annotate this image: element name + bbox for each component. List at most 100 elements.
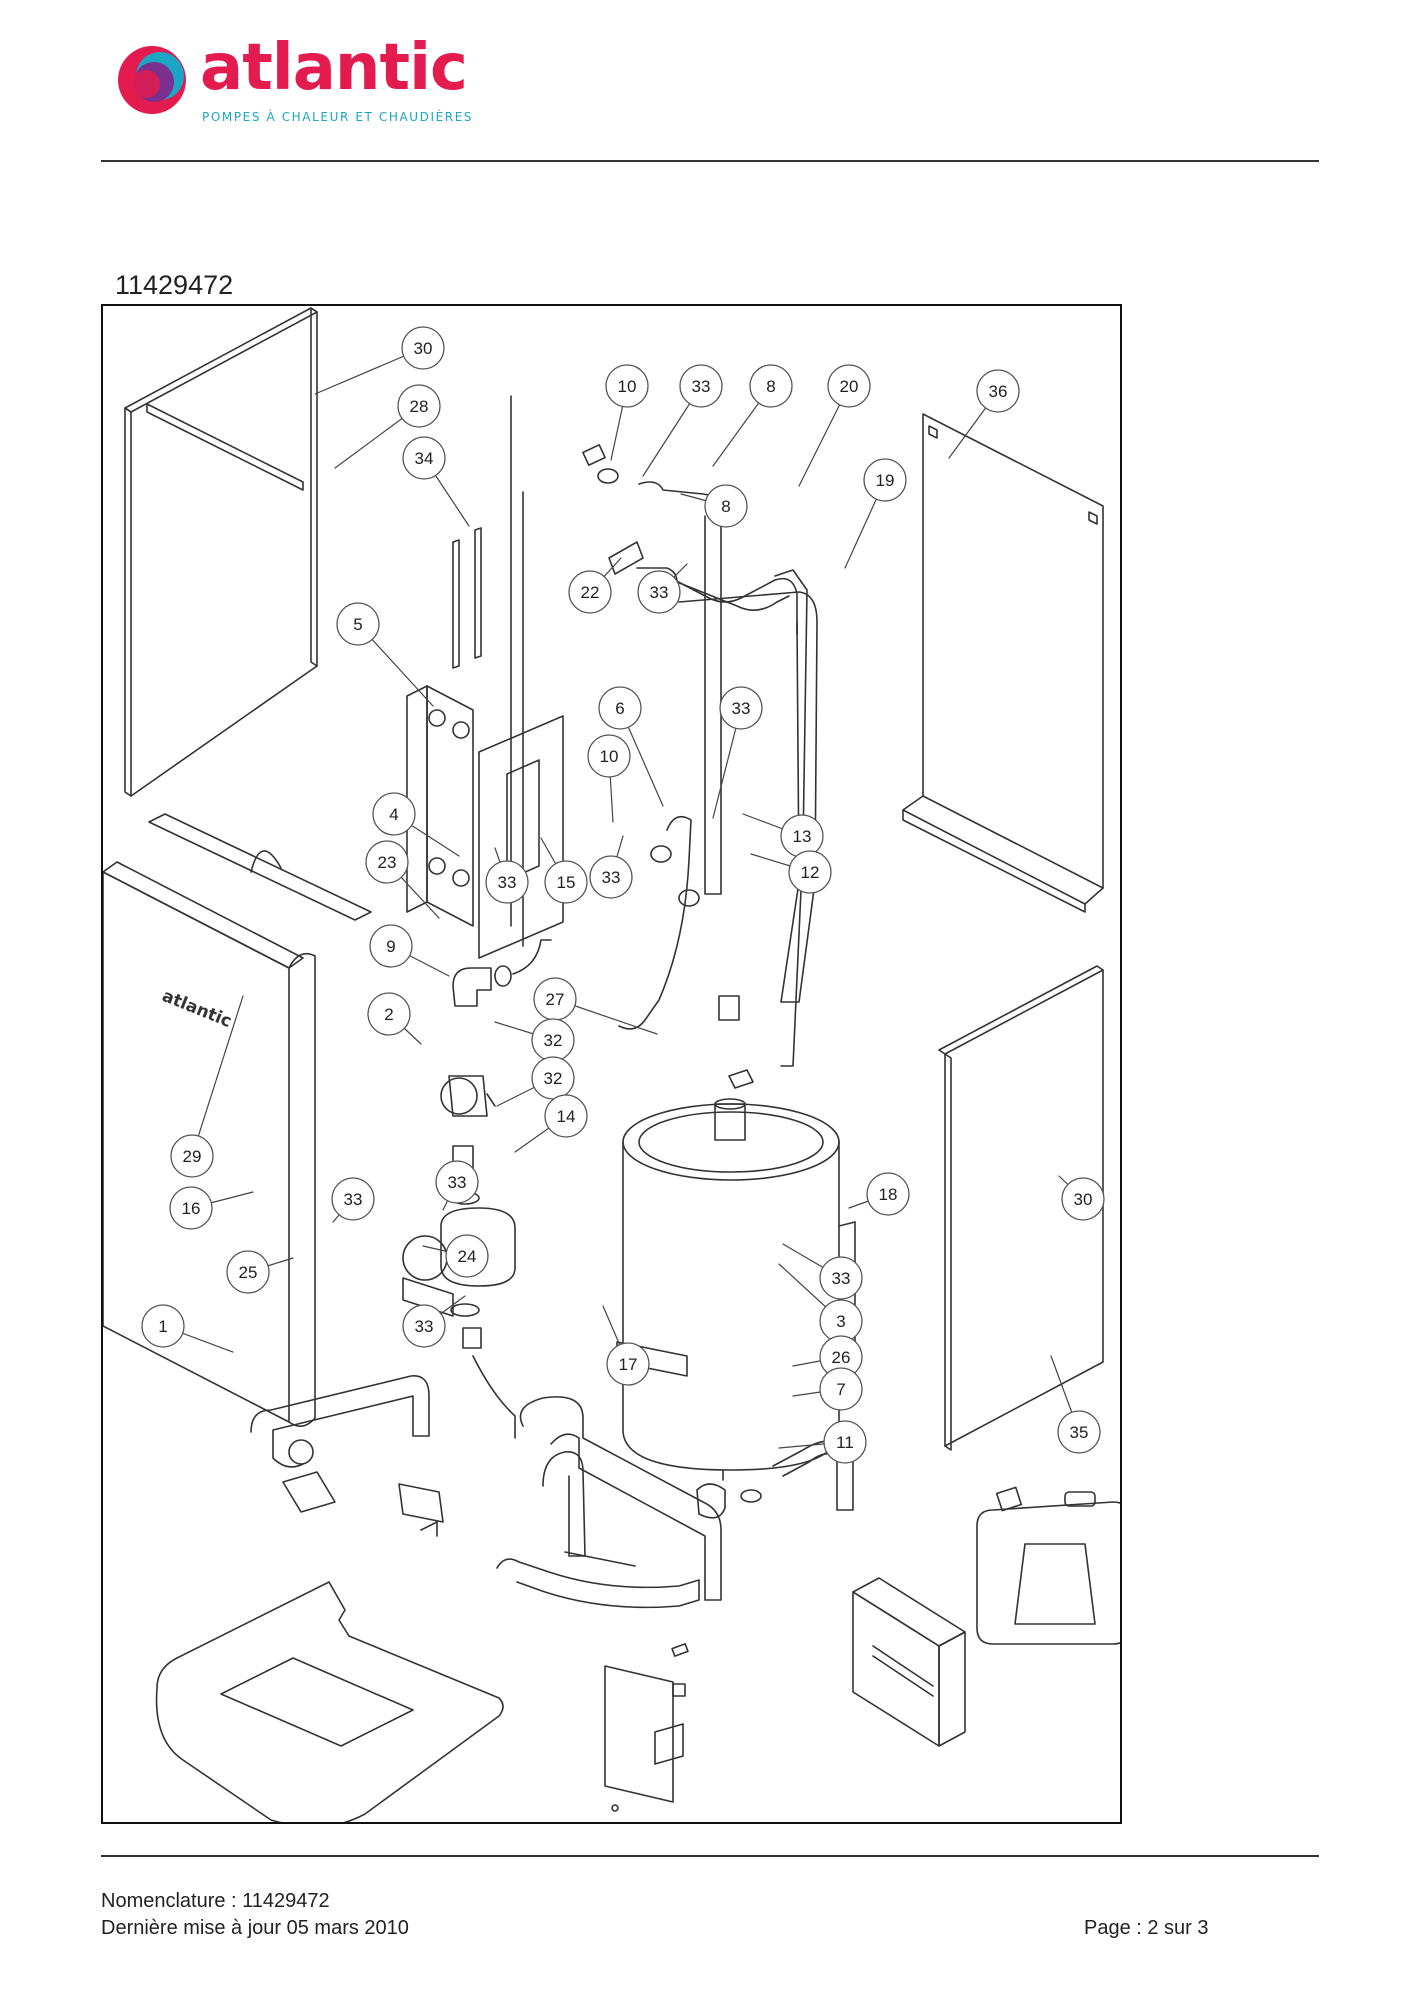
callout-circle — [402, 436, 446, 480]
callout-number: 34 — [415, 449, 434, 468]
callout-circle — [226, 1250, 270, 1294]
callout-circle — [365, 840, 409, 884]
callout-number: 4 — [389, 805, 398, 824]
side-panel-right — [938, 965, 1104, 1451]
callout-number: 12 — [801, 863, 820, 882]
callout-number: 29 — [183, 1147, 202, 1166]
callout-circle — [1057, 1410, 1101, 1454]
callout-circle — [749, 364, 793, 408]
callout-number: 2 — [384, 1005, 393, 1024]
footer-nomenclature: Nomenclature : 11429472 — [101, 1890, 330, 1912]
part-callout-24: 24 — [445, 1234, 489, 1278]
callout-circle — [397, 384, 441, 428]
callout-circle — [336, 602, 380, 646]
part-callout-33: 33 — [679, 364, 723, 408]
part-callout-30: 30 — [1061, 1177, 1105, 1221]
part-callout-13: 13 — [780, 814, 824, 858]
callout-circle — [606, 1342, 650, 1386]
callout-circle — [367, 992, 411, 1036]
callout-number: 33 — [602, 868, 621, 887]
part-callout-33: 33 — [819, 1256, 863, 1300]
part-callout-4: 4 — [372, 792, 416, 836]
callout-circle — [485, 860, 529, 904]
jerrycan — [976, 1486, 1120, 1645]
callout-number: 36 — [989, 382, 1008, 401]
part-callout-8: 8 — [749, 364, 793, 408]
callout-number: 9 — [386, 937, 395, 956]
bottom-pipes — [250, 1375, 722, 1609]
part-callout-32: 32 — [531, 1056, 575, 1100]
callout-number: 26 — [832, 1348, 851, 1367]
part-callout-8: 8 — [704, 484, 748, 528]
callout-number: 18 — [879, 1185, 898, 1204]
callout-circle — [544, 860, 588, 904]
callout-circle — [169, 1186, 213, 1230]
callout-number: 28 — [410, 397, 429, 416]
part-callout-33: 33 — [485, 860, 529, 904]
part-callout-6: 6 — [598, 686, 642, 730]
callout-number: 19 — [876, 471, 895, 490]
part-callout-25: 25 — [226, 1250, 270, 1294]
back-panel-right — [902, 413, 1104, 913]
brand-tagline: POMPES À CHALEUR ET CHAUDIÈRES — [202, 110, 474, 124]
manifold-pipes — [582, 444, 818, 1067]
elbow-valve — [440, 939, 552, 1175]
part-callout-29: 29 — [170, 1134, 214, 1178]
callout-circle — [823, 1420, 867, 1464]
callout-number: 13 — [793, 827, 812, 846]
part-callout-12: 12 — [788, 850, 832, 894]
callout-number: 33 — [344, 1190, 363, 1209]
callout-leader-line — [191, 995, 244, 1157]
part-callout-10: 10 — [587, 734, 631, 778]
part-callout-15: 15 — [544, 860, 588, 904]
callout-number: 33 — [832, 1269, 851, 1288]
callout-number: 10 — [600, 747, 619, 766]
bottom-tray — [155, 1581, 504, 1822]
part-callout-33: 33 — [331, 1177, 375, 1221]
callout-number: 32 — [544, 1031, 563, 1050]
callout-circle — [719, 686, 763, 730]
callout-circle — [435, 1160, 479, 1204]
callout-circle — [704, 484, 748, 528]
hot-water-tank — [616, 1098, 856, 1481]
callout-number: 14 — [557, 1107, 576, 1126]
callout-number: 8 — [766, 377, 775, 396]
part-callout-27: 27 — [533, 977, 577, 1021]
callout-circle — [402, 1304, 446, 1348]
front-panel-brand: atlantic — [159, 986, 234, 1032]
callout-circle — [589, 855, 633, 899]
part-callout-33: 33 — [589, 855, 633, 899]
callout-circle — [141, 1304, 185, 1348]
callout-number: 6 — [615, 699, 624, 718]
footer-divider — [101, 1855, 1319, 1857]
outlet-fittings — [696, 995, 854, 1519]
callout-number: 30 — [1074, 1190, 1093, 1209]
callout-number: 23 — [378, 853, 397, 872]
callout-number: 33 — [692, 377, 711, 396]
part-callout-11: 11 — [823, 1420, 867, 1464]
callout-number: 8 — [721, 497, 730, 516]
callout-circle — [1061, 1177, 1105, 1221]
flex-pipe — [618, 815, 700, 1030]
heat-exchanger — [406, 395, 564, 959]
callout-circle — [598, 686, 642, 730]
control-box — [852, 1577, 966, 1747]
callout-circle — [976, 369, 1020, 413]
part-callout-30: 30 — [401, 326, 445, 370]
part-callout-34: 34 — [402, 436, 446, 480]
callout-number: 1 — [158, 1317, 167, 1336]
callout-number: 35 — [1070, 1423, 1089, 1442]
part-callout-9: 9 — [369, 924, 413, 968]
callout-circle — [605, 364, 649, 408]
callout-number: 22 — [581, 583, 600, 602]
part-callout-20: 20 — [827, 364, 871, 408]
part-callout-16: 16 — [169, 1186, 213, 1230]
header-divider — [101, 160, 1319, 162]
small-parts — [604, 1643, 689, 1812]
part-callout-35: 35 — [1057, 1410, 1101, 1454]
callout-number: 27 — [546, 990, 565, 1009]
part-callout-18: 18 — [866, 1172, 910, 1216]
part-callout-17: 17 — [606, 1342, 650, 1386]
callout-circle — [587, 734, 631, 778]
